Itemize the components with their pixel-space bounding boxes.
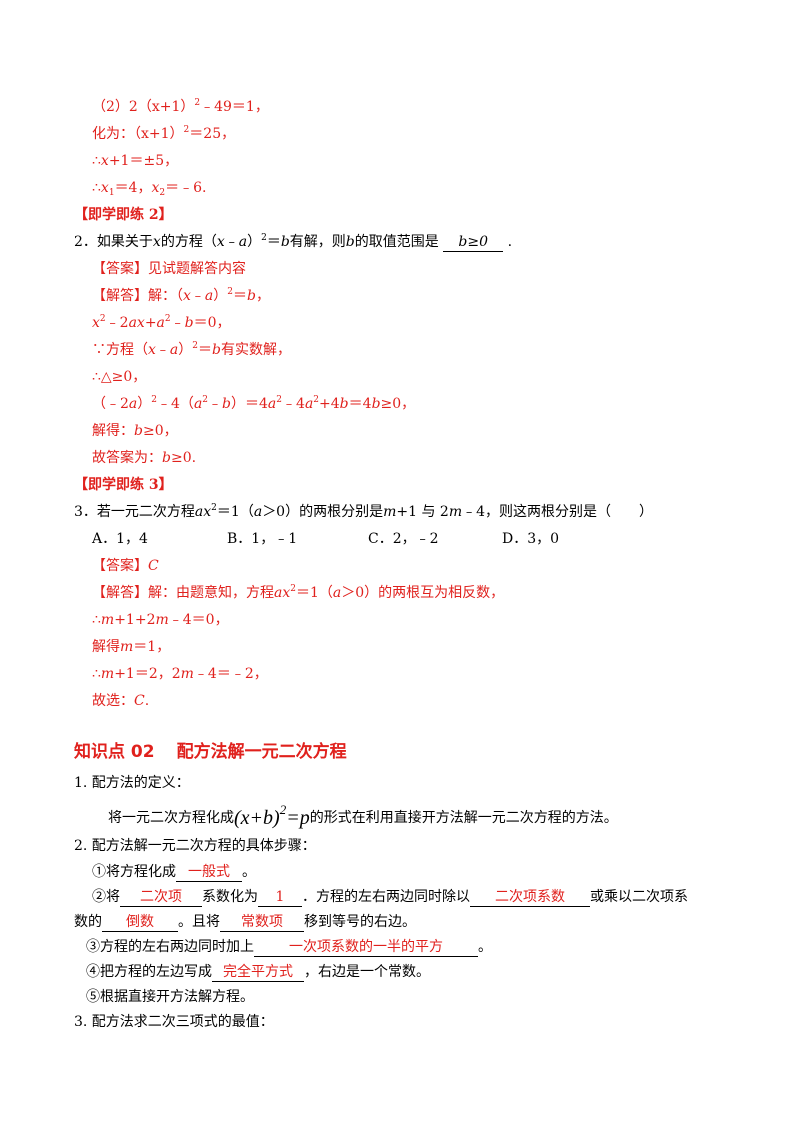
practice-2-question: 2．如果关于x的方程（x﹣a）2＝b有解，则b的取值范围是 b≥0 . — [74, 233, 513, 252]
practice-2-solution-7: 故答案为：b≥0. — [92, 450, 197, 466]
practice-2-solution-3: ∵方程（x﹣a）2＝b有实数解， — [92, 341, 291, 359]
steps-title: 2. 配方法解一元二次方程的具体步骤： — [74, 838, 316, 854]
practice-3-solution-3: 解得m＝1， — [92, 639, 171, 655]
practice-2-solution-6: 解得：b≥0， — [92, 423, 178, 439]
practice-2-tag: 【即学即练 2】 — [74, 207, 173, 223]
practice-3-solution-4: ∴m+1＝2，2m﹣4＝﹣2， — [92, 666, 268, 682]
blank-reciprocal: 倒数 — [102, 913, 178, 932]
ex1-solution-line-4: ∴x1＝4，x2＝﹣6. — [92, 180, 207, 198]
blank-perfect-square: 完全平方式 — [212, 963, 304, 982]
practice-3-options: A．1，4 B．1，﹣1 C．2，﹣2 D．3，0 — [92, 529, 692, 549]
ex1-solution-line-2: 化为：（x+1）2＝25， — [92, 125, 236, 143]
step-4: ④把方程的左边写成完全平方式，右边是一个常数。 — [86, 963, 430, 982]
section-heading: 知识点 02 配方法解一元二次方程 — [74, 737, 347, 762]
definition-title: 1. 配方法的定义： — [74, 775, 190, 791]
answer-blank: b≥0 — [443, 233, 504, 252]
blank-half-linear-coefficient-squared: 一次项系数的一半的平方 — [254, 938, 478, 957]
option-a: A．1，4 — [92, 531, 148, 547]
blank-general-form: 一般式 — [176, 863, 242, 882]
practice-2-solution-2: x2﹣2ax+a2﹣b＝0， — [92, 314, 231, 332]
ex1-solution-line-3: ∴x+1＝±5， — [92, 153, 179, 169]
practice-2-solution-1: 【解答】解：（x﹣a）2＝b， — [92, 287, 270, 305]
step-5: ⑤根据直接开方法解方程。 — [86, 989, 254, 1005]
option-d: D．3，0 — [502, 531, 560, 547]
practice-2-answer: 【答案】见试题解答内容 — [92, 261, 246, 277]
option-c: C．2，﹣2 — [368, 531, 439, 547]
practice-3-solution-2: ∴m+1+2m﹣4＝0， — [92, 612, 229, 628]
blank-quadratic-coefficient: 二次项系数 — [470, 888, 590, 907]
ex1-solution-line-1: （2）2（x+1）2﹣49＝1， — [92, 98, 269, 116]
blank-constant-term: 常数项 — [220, 913, 304, 932]
definition-text: 将一元二次方程化成(x+b)2=p的形式在利用直接开方法解一元二次方程的方法。 — [108, 802, 618, 829]
blank-one: 1 — [258, 888, 302, 907]
practice-3-answer: 【答案】C — [92, 558, 159, 574]
step-3: ③方程的左右两边同时加上一次项系数的一半的平方。 — [86, 938, 492, 957]
practice-3-question: 3．若一元二次方程ax2＝1（a＞0）的两根分别是m+1 与 2m﹣4，则这两根… — [74, 503, 654, 521]
practice-2-solution-4: ∴△≥0， — [92, 369, 147, 385]
extreme-title: 3. 配方法求二次三项式的最值： — [74, 1014, 274, 1030]
practice-3-tag: 【即学即练 3】 — [74, 477, 173, 493]
formula: (x+b)2=p — [234, 802, 310, 829]
practice-3-solution-5: 故选：C. — [92, 693, 150, 709]
blank-quadratic-term: 二次项 — [120, 888, 202, 907]
step-1: ①将方程化成一般式。 — [92, 863, 256, 882]
option-b: B．1，﹣1 — [227, 531, 298, 547]
step-2-continued: 数的倒数。且将常数项移到等号的右边。 — [74, 913, 416, 932]
practice-2-solution-5: （﹣2a）2﹣4（a2﹣b）＝4a2﹣4a2+4b＝4b≥0， — [92, 395, 416, 413]
practice-3-solution-1: 【解答】解：由题意知，方程ax2＝1（a＞0）的两根互为相反数， — [92, 584, 505, 602]
section-title: 配方法解一元二次方程 — [176, 742, 347, 762]
section-number: 知识点 02 — [74, 742, 155, 762]
